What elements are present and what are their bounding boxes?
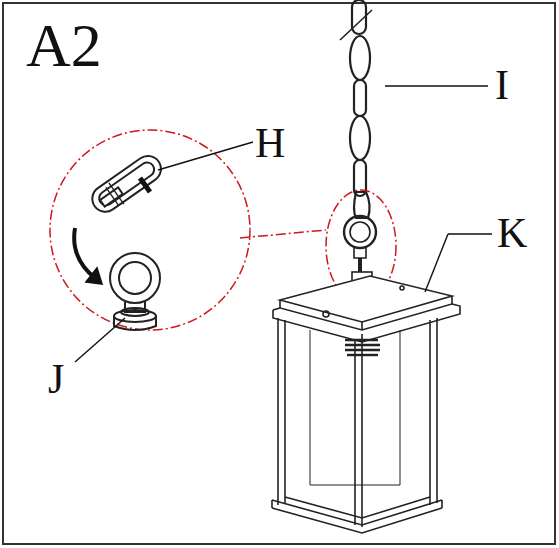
chain [350,0,370,218]
detail-link [240,230,326,238]
part-letter: J [48,358,64,400]
step-title: A2 [26,14,102,76]
turn-arrow [74,228,102,284]
part-letter: H [255,122,285,164]
part-letter: I [495,64,509,106]
ceiling-mark [340,10,372,40]
frame [3,3,555,544]
leader-lines [75,86,492,362]
quick-link [87,151,167,219]
lantern [272,276,460,533]
part-letter: K [497,212,527,254]
eye-nut [110,253,160,330]
detail-circle [50,130,250,330]
